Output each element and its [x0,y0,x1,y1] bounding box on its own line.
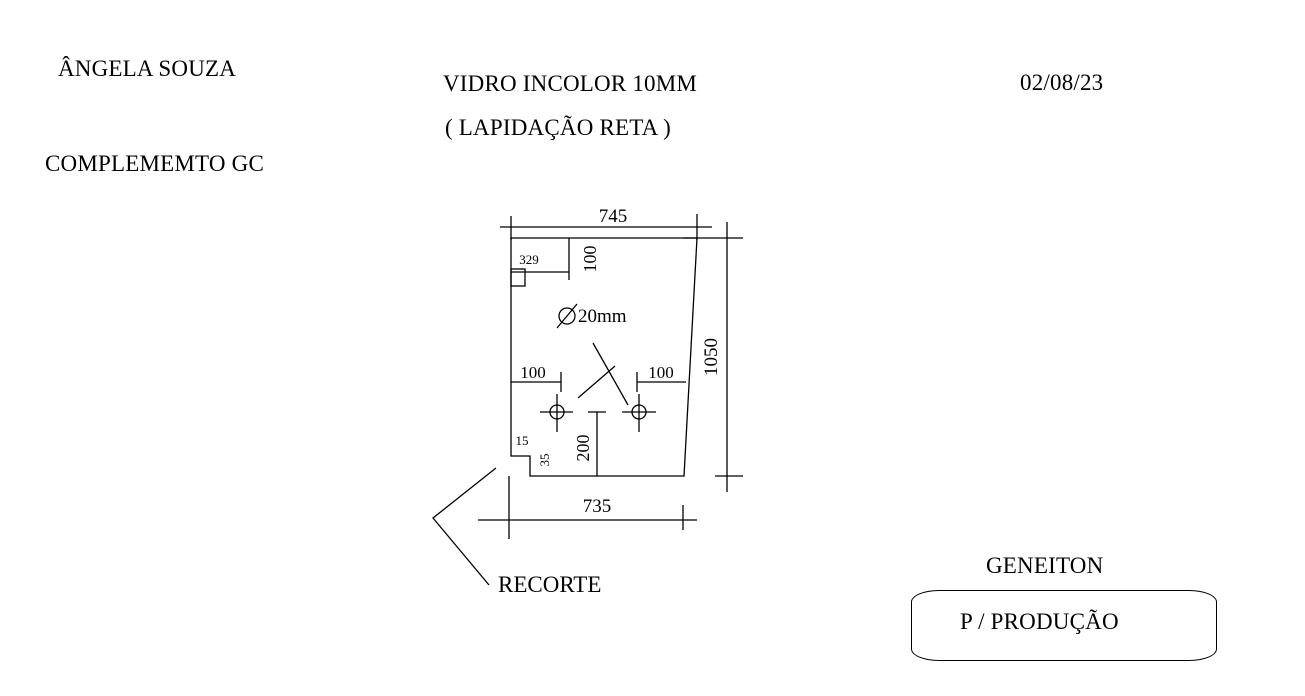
order-date: 02/08/23 [1020,70,1104,95]
glass-outline [510,237,698,477]
order-subtitle: COMPLEMEMTO GC [45,151,264,176]
corner-hole-marker [510,268,526,287]
dim-notch-height: 35 [537,454,552,467]
dim-height-right: 1050 [701,338,722,376]
production-stamp-label: P / PRODUÇÃO [960,609,1119,634]
notch-label: RECORTE [498,572,601,597]
dim-hole-diameter: 20mm [578,306,627,327]
material-title: VIDRO INCOLOR 10MM [443,71,698,96]
notch-leader-line [432,467,497,586]
leader-line [577,365,616,399]
dim-hole-left: 100 [520,363,546,382]
leader-line [592,342,629,406]
finish-note: ( LAPIDAÇÃO RETA ) [445,115,671,140]
hole-left [540,394,573,432]
production-stamp-box [911,590,1217,661]
diameter-icon [556,303,578,329]
dim-corner-x: 329 [519,252,539,267]
dim-hole-right: 100 [648,363,674,382]
client-name: ÂNGELA SOUZA [58,56,237,81]
operator-name: GENEITON [986,553,1104,578]
dim-width-top: 745 [599,206,628,227]
dim-corner-y: 100 [580,246,600,273]
hole-right [622,394,656,432]
dim-width-bottom: 735 [583,496,612,517]
dim-notch-width: 15 [516,433,529,448]
dim-hole-height: 200 [573,435,593,462]
